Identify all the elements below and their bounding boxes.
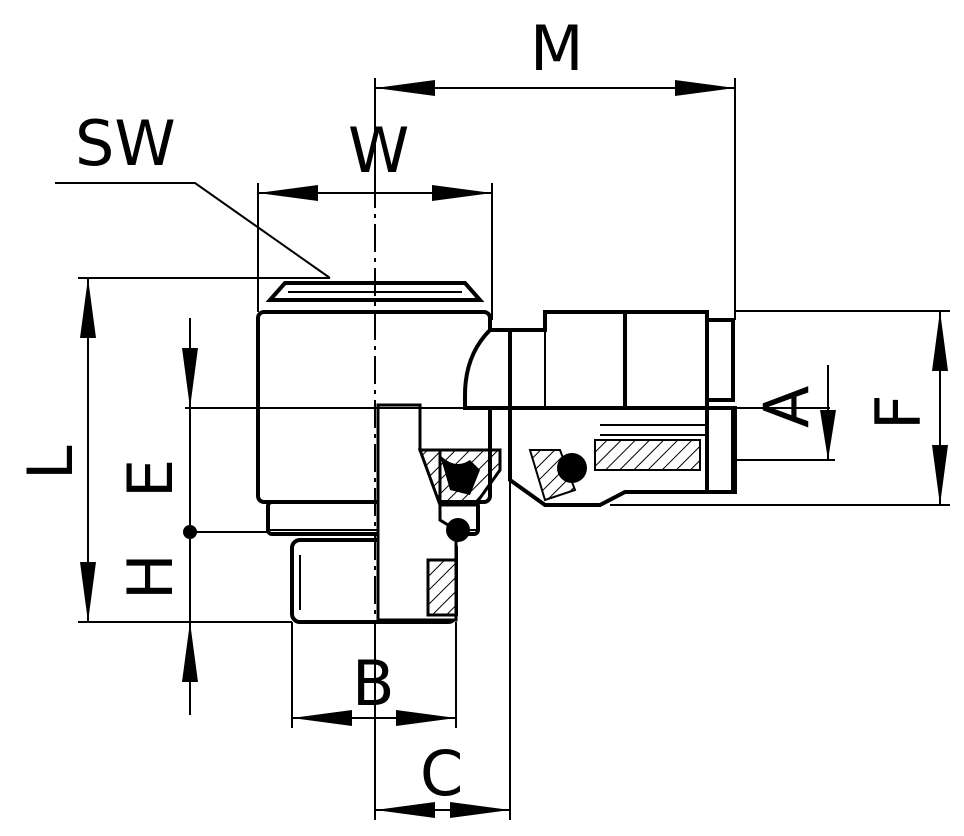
label-m: M [530, 12, 584, 85]
label-e: E [114, 459, 187, 498]
label-l: L [14, 445, 87, 480]
dimension-lines [80, 80, 948, 818]
label-h: H [114, 553, 187, 600]
extension-lines [55, 78, 950, 820]
label-f: F [862, 394, 935, 430]
label-a: A [750, 386, 823, 428]
label-c: C [420, 737, 463, 810]
label-w: W [348, 114, 409, 187]
fitting-body [256, 281, 502, 624]
label-b: B [352, 647, 395, 720]
elbow-branch [463, 310, 737, 507]
label-sw: SW [75, 107, 176, 180]
